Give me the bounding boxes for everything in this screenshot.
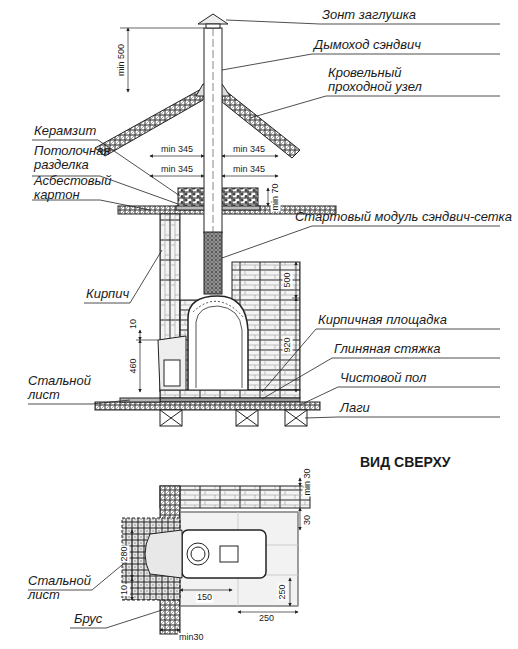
callout-label: Чистовой пол [340,371,426,385]
callout-label: Кровельный проходной узел [328,66,440,95]
dimension: min 30 [303,467,313,496]
view-title: ВИД СВЕРХУ [360,455,450,470]
dimension: 920 [283,336,293,353]
dimension: min 500 [117,43,127,77]
callout-label: Стальной лист [28,574,98,603]
dimension: 10 [120,584,130,596]
dimension: min 345 [160,165,194,175]
top-view [122,486,310,634]
callout-label: Зонт заглушка [322,8,416,22]
dimension: min 345 [232,145,266,155]
dimension: 250 [278,583,288,600]
dimension: 280 [120,545,130,562]
dimension: min 345 [160,145,194,155]
callout-label: Глиняная стяжка [334,342,441,356]
chimney [198,14,228,294]
callout-label: Кирпичная площадка [318,313,447,327]
roof [95,84,300,158]
stove [158,296,248,392]
callout-label: Стальной лист [28,374,98,403]
callout-label: Лаги [340,401,370,415]
dimension: 30 [303,514,313,526]
dimension: 150 [196,593,213,603]
callout-label: Дымоход сэндвич [314,38,421,52]
callout-label: Керамзит [34,124,96,138]
dimension: min 345 [232,165,266,175]
callout-label: Асбестовый картон [34,174,114,203]
dimension: 10 [129,318,139,330]
dimension: 250 [258,614,275,624]
dimension: 500 [283,271,293,288]
callout-label: Кирпич [86,287,129,301]
floor [95,390,320,426]
dimension-lines [120,28,300,392]
top-dimension-lines [28,478,300,630]
dimension: min30 [178,633,205,643]
callout-label: Стартовый модуль сэндвич-сетка [295,210,512,224]
callout-label: Брус [74,612,102,626]
dimension: min 70 [271,182,281,211]
callout-label: Потолочная разделка [34,144,114,173]
dimension: 460 [129,357,139,374]
